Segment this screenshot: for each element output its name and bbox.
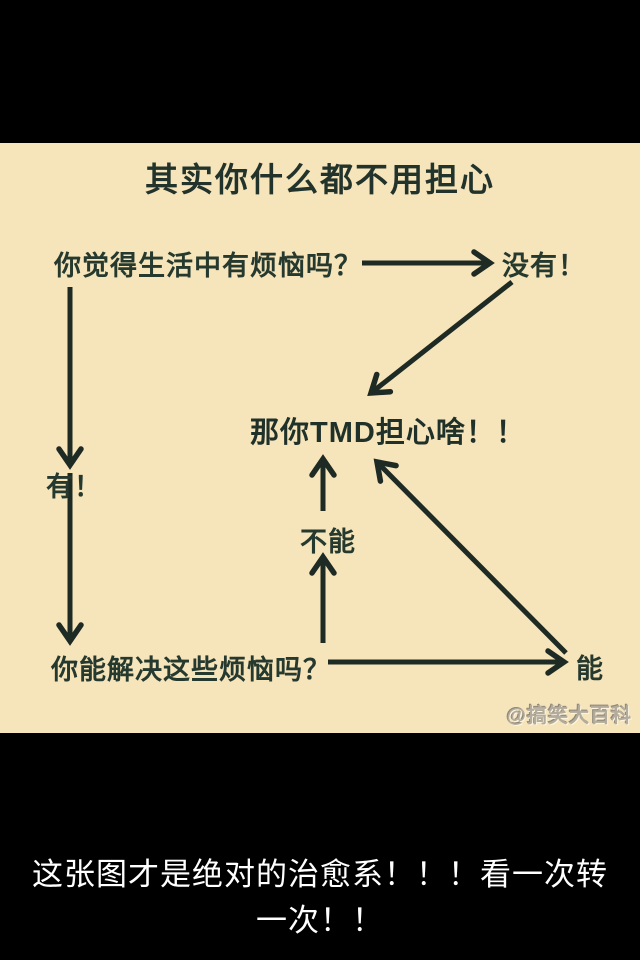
watermark: @搞笑大百科: [506, 705, 632, 727]
flowchart-answer-cannot: 不能: [300, 527, 356, 557]
arrow-can-to-conclusion-icon: [373, 458, 568, 655]
flowchart-conclusion: 那你TMD担心啥！！: [250, 417, 526, 449]
flowchart-answer-yes: 有！: [46, 472, 102, 502]
flowchart-answer-can: 能: [576, 654, 604, 684]
post-caption-line-1: 这张图才是绝对的治愈系！！！看一次转: [32, 857, 608, 892]
flowchart-arrows: [56, 249, 569, 676]
flowchart-title: 其实你什么都不用担心: [145, 161, 495, 198]
flowchart-question-1: 你觉得生活中有烦恼吗？: [54, 251, 362, 281]
post-caption-line-2: 一次！！: [256, 902, 384, 938]
post-caption: 这张图才是绝对的治愈系！！！看一次转 一次！！: [0, 852, 640, 944]
meme-image: 其实你什么都不用担心 你觉得生活中有烦恼吗？ 没有！ 那你TMD担心啥！！ 有！…: [0, 143, 640, 733]
flowchart-answer-no: 没有！: [502, 251, 586, 281]
arrow-no-to-conclusion-icon: [367, 280, 514, 397]
flowchart-question-2: 你能解决这些烦恼吗？: [51, 655, 331, 685]
